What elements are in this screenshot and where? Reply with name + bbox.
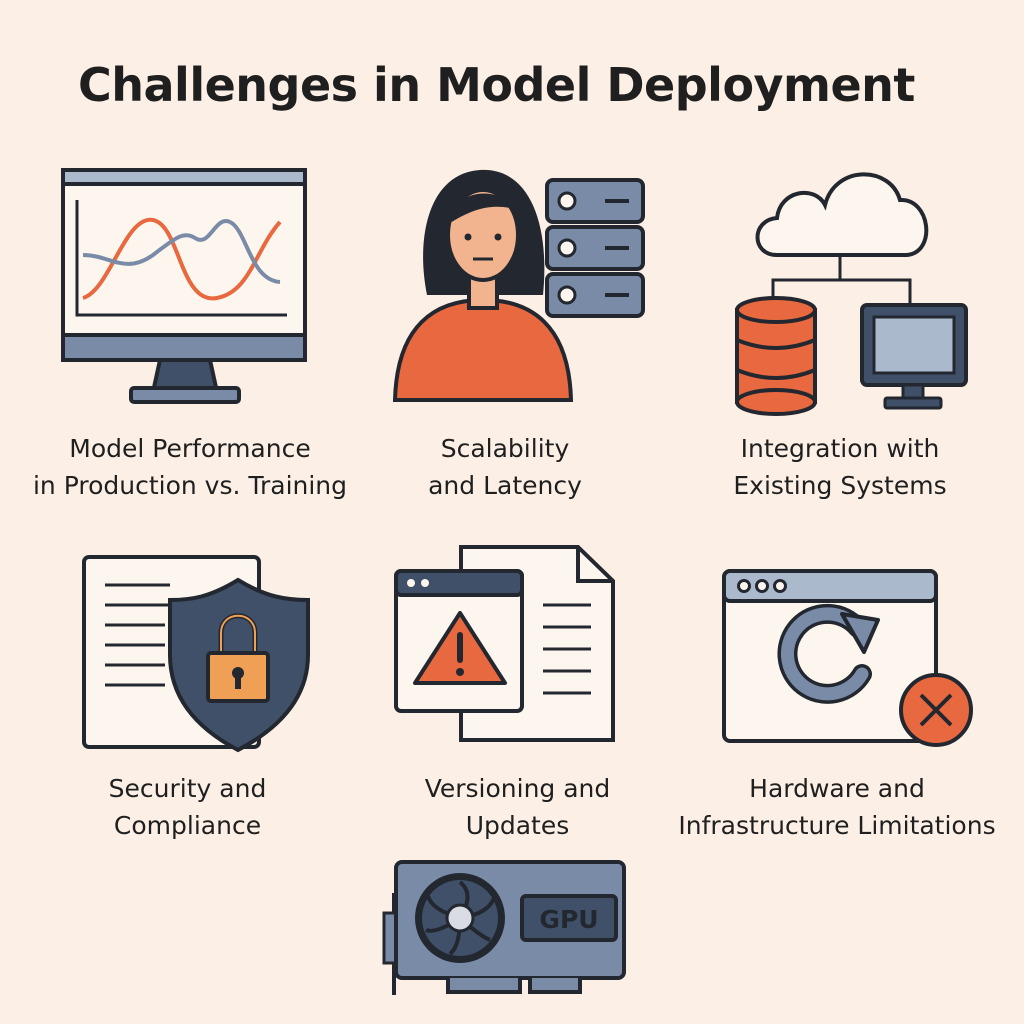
- person-server-icon: [392, 169, 645, 402]
- gpu-card-icon: GPU: [382, 860, 626, 995]
- page-title: Challenges in Model Deployment: [78, 58, 915, 112]
- shield-lock-icon: [82, 555, 310, 753]
- refresh-error-icon: [722, 569, 973, 747]
- monitor-chart-icon: [61, 168, 307, 404]
- warning-window-icon: [394, 545, 615, 742]
- gpu-label: GPU: [539, 905, 598, 934]
- cloud-network-icon: [735, 172, 968, 416]
